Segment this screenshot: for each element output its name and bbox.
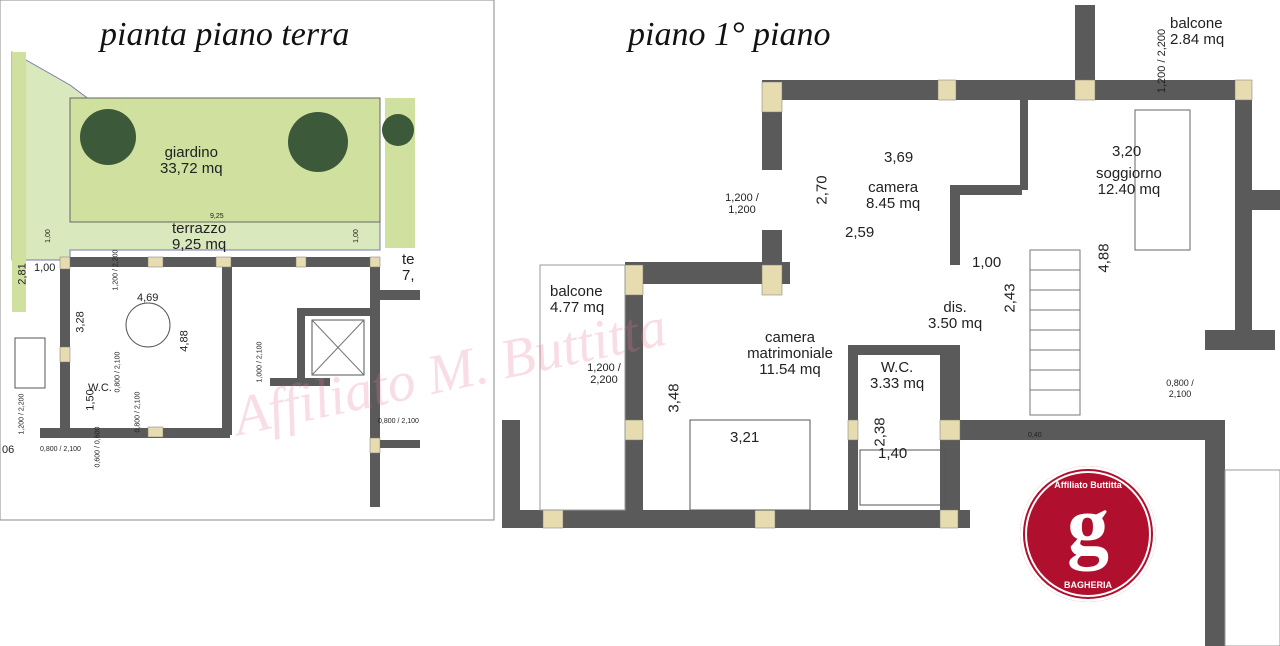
opening-label: 1,200 / 2,200 [1156,28,1169,94]
opening-label: 0,800 / 2,100 [1166,378,1194,399]
ground-floor-title: pianta piano terra [100,16,350,53]
dimension: 3,28 [74,311,87,333]
dimension: 1,50 [84,389,97,411]
dimension: 06 [2,444,15,456]
dimension: 1,00 [972,254,1002,271]
opening-label: 0,800 / 2,100 [40,446,81,453]
dimension: 9,25 [210,213,224,220]
opening-label: 1,000 / 2,100 [256,341,264,383]
room-label: W.C.3.33 mq [870,359,925,392]
first-floor-title: piano 1° piano [628,16,831,53]
dimension: 2,38 [871,417,889,447]
opening-label: 0,800 / 2,100 [134,391,142,433]
dimension: 2,70 [813,175,831,205]
dimension: 2,59 [845,224,875,241]
opening-label: 1,200 / 2,200 [587,362,621,386]
opening-label: 0,600 / 0,600 [94,426,102,468]
dimension: 2,43 [1001,283,1019,313]
room-label: W.C. [88,382,112,394]
opening-label: 0,800 / 2,100 [378,418,419,425]
dimension: 1,00 [352,229,360,243]
opening-label: 0,800 / 2,100 [114,351,122,393]
dimension: 4,88 [1095,243,1113,273]
dimension: 3,20 [1112,143,1142,160]
dimension: 4,69 [137,292,159,304]
opening-label: 1,200 / 1,200 [725,192,759,216]
dimension: 3,69 [884,149,914,166]
agency-logo: Affiliato Buttitta g BAGHERIA [1020,466,1156,602]
opening-label: 1,200 / 2,200 [18,393,26,435]
dimension: 0,40 [1028,432,1042,439]
dimension: 1,00 [34,262,56,274]
dimension: 1,00 [44,229,52,243]
room-label: dis.3.50 mq [928,299,983,332]
dimension: 4,88 [178,330,191,352]
dimension: 3,48 [665,383,683,413]
dimension: 3,21 [730,429,760,446]
opening-label: 1,200 / 2,200 [112,249,120,291]
dimension: 1,40 [878,445,908,462]
dimension: 2,81 [16,263,29,285]
